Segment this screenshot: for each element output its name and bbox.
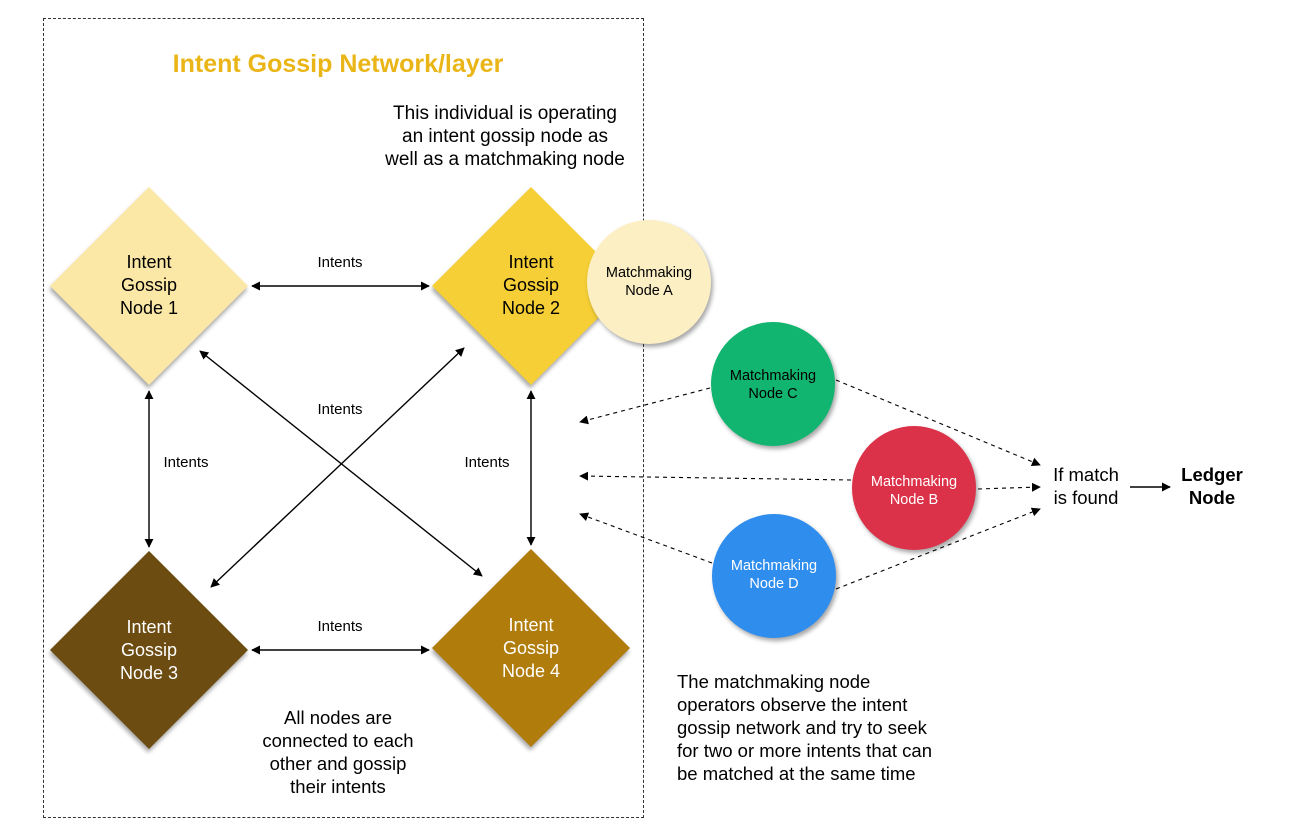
- gossip-node-2-label: Intent Gossip Node 2: [461, 251, 601, 320]
- edge-label-top: Intents: [317, 254, 363, 271]
- matchmaking-node-c-shape: [711, 322, 835, 446]
- matchmaker-label-line: Matchmaking: [729, 368, 817, 384]
- connectivity-note-line: connected to each: [262, 730, 414, 751]
- matchmaker-note-line: gossip network and try to seek: [677, 717, 927, 738]
- edge-label-left: Intents: [163, 454, 209, 471]
- node-label-line: Gossip: [120, 640, 178, 660]
- gossip-node-4-label: Intent Gossip Node 4: [461, 614, 601, 683]
- operator-note-line: an intent gossip node as: [402, 126, 608, 147]
- node-label-line: Node 4: [501, 661, 561, 681]
- match-text-line: If match: [1053, 464, 1119, 485]
- node-label-line: Node 1: [119, 298, 179, 318]
- network-title: Intent Gossip Network/layer: [172, 50, 504, 78]
- matchmaking-node-d-label: Matchmaking Node D: [712, 557, 836, 593]
- edge-label-right: Intents: [464, 454, 510, 471]
- matchmaker-note-line: The matchmaking node: [677, 671, 871, 692]
- node-label-line: Intent: [126, 617, 172, 637]
- node-label-line: Intent: [508, 615, 554, 635]
- matchmaker-label-line: Node C: [748, 386, 798, 402]
- matchmaking-node-b-label: Matchmaking Node B: [852, 473, 976, 509]
- matchmaker-note-line: for two or more intents that can: [677, 740, 933, 761]
- matchmaker-label-line: Matchmaking: [730, 558, 818, 574]
- connectivity-note-line: All nodes are: [284, 707, 392, 728]
- match-arrow-d: [835, 507, 1041, 590]
- connectivity-note: All nodes are connected to each other an…: [238, 706, 438, 798]
- match-arrow-b: [977, 482, 1041, 492]
- match-found-text: If match is found: [1036, 463, 1136, 509]
- node-label-line: Gossip: [120, 275, 178, 295]
- operator-note-line: This individual is operating: [393, 103, 617, 124]
- matchmaker-note: The matchmaking node operators observe t…: [677, 670, 977, 785]
- ledger-node: Ledger Node: [1162, 463, 1262, 509]
- node-label-line: Gossip: [502, 638, 560, 658]
- connectivity-note-line: other and gossip: [269, 753, 407, 774]
- matchmaker-label-line: Matchmaking: [605, 265, 693, 281]
- matchmaker-note-line: operators observe the intent: [677, 694, 908, 715]
- matchmaker-label-line: Matchmaking: [870, 474, 958, 490]
- observe-arrow-b: [579, 471, 852, 481]
- matchmaker-label-line: Node B: [889, 492, 939, 508]
- gossip-node-1-label: Intent Gossip Node 1: [79, 251, 219, 320]
- node-label-line: Gossip: [502, 275, 560, 295]
- matchmaking-node-a-shape: [587, 220, 711, 344]
- observe-arrow-c: [579, 387, 711, 425]
- edge-node2-node3: [210, 347, 465, 588]
- matchmaking-node-a-label: Matchmaking Node A: [587, 264, 711, 300]
- match-arrow-c: [835, 379, 1041, 467]
- operator-note: This individual is operating an intent g…: [370, 102, 640, 171]
- edge-label-diagonal: Intents: [317, 401, 363, 418]
- match-text-line: is found: [1053, 487, 1119, 508]
- node-label-line: Intent: [508, 252, 554, 272]
- node-label-line: Node 2: [501, 298, 561, 318]
- gossip-node-3-label: Intent Gossip Node 3: [79, 616, 219, 685]
- edge-label-bottom: Intents: [317, 618, 363, 635]
- matchmaker-label-line: Node A: [625, 283, 673, 299]
- matchmaking-node-d-shape: [712, 514, 836, 638]
- matchmaker-label-line: Node D: [749, 576, 799, 592]
- node-label-line: Node 3: [119, 663, 179, 683]
- node-label-line: Intent: [126, 252, 172, 272]
- network-boundary: [43, 18, 644, 818]
- ledger-line: Node: [1188, 487, 1236, 508]
- ledger-line: Ledger: [1181, 464, 1243, 485]
- matchmaker-note-line: be matched at the same time: [677, 763, 916, 784]
- matchmaking-node-b-shape: [852, 426, 976, 550]
- observe-arrow-d: [579, 512, 713, 564]
- matchmaking-node-c-label: Matchmaking Node C: [711, 367, 835, 403]
- operator-note-line: well as a matchmaking node: [385, 149, 625, 170]
- connectivity-note-line: their intents: [290, 776, 386, 797]
